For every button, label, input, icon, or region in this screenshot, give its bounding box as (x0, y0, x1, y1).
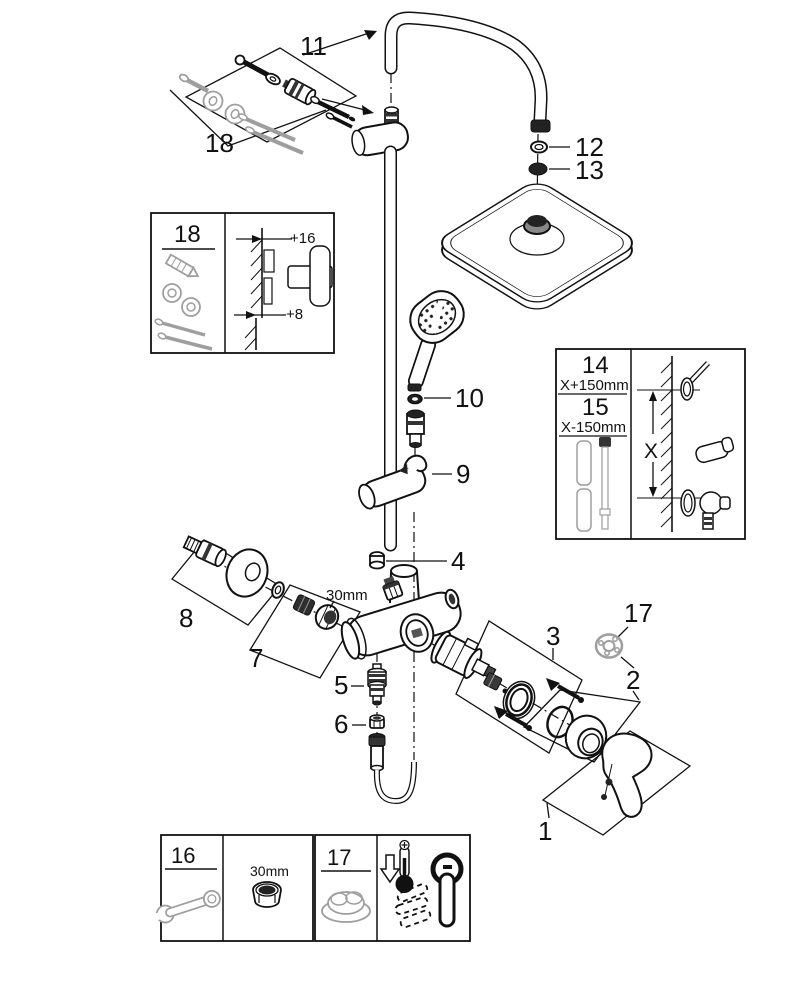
inset-rail-wall-view: X (637, 356, 735, 532)
ring-tool-drawing (321, 891, 371, 923)
mixer-valve-body (340, 564, 462, 660)
hand-shower-washer-part (407, 393, 423, 405)
adapter-nut-part (369, 714, 385, 729)
inset-wall-offset-a: +16 (290, 230, 315, 247)
hand-turn-lever-icon (394, 852, 464, 928)
inset-ring-tool: 17 (314, 834, 471, 942)
callout-13: 13 (575, 155, 604, 185)
head-gasket-part (528, 162, 548, 176)
callout-2: 2 (626, 665, 640, 695)
inset-wall-offset-b: +8 (286, 306, 303, 323)
shower-arm-pipe (384, 11, 551, 133)
callout-17: 17 (624, 598, 653, 628)
inset-rail-part-a: 14 (582, 352, 609, 379)
bracket-screw-set (234, 54, 356, 122)
callout-7: 7 (249, 643, 263, 673)
callout-4: 4 (451, 546, 465, 576)
inset-wrench-tool: 16 30mm (152, 834, 314, 942)
cartridge-screw (546, 678, 584, 703)
callout-3: 3 (546, 621, 560, 651)
inset-rail-dim-b: X-150mm (561, 419, 626, 436)
diverter-cartridge-part (367, 663, 387, 706)
callouts: 11 18 12 13 10 9 4 8 30mm 7 5 6 3 17 2 1 (179, 31, 653, 846)
lever-handle-part (601, 732, 653, 818)
nut-size-label: 30mm (326, 587, 368, 604)
hose-outlet-connector (368, 733, 417, 805)
callout-1: 1 (538, 816, 552, 846)
inset-wall-parts (154, 253, 213, 351)
connection-nut-set (271, 581, 340, 630)
inset-rail-length: 14 X+150mm 15 X-150mm (555, 348, 746, 540)
group-outline-fixings-18 (169, 89, 327, 147)
callout-11: 11 (300, 31, 327, 61)
alt-fixing-set (178, 73, 304, 155)
hand-shower (407, 290, 465, 392)
group-outline-screws-11 (184, 30, 377, 143)
inset-rail-dim-a: X+150mm (560, 377, 629, 394)
callout-8: 8 (179, 603, 193, 633)
inset-wrench-title: 16 (171, 843, 195, 868)
wall-bracket (325, 106, 409, 157)
callout-12: 12 (575, 132, 604, 162)
group-outline-nut-7 (249, 584, 361, 679)
head-shower (441, 183, 633, 310)
tool-ring-part (594, 626, 635, 669)
callout-6: 6 (334, 709, 348, 739)
cartridge-part (430, 630, 584, 731)
inset-ring-title: 17 (327, 845, 351, 870)
callout-10: 10 (455, 383, 484, 413)
cartridge-screw (494, 706, 532, 731)
glide-element (358, 454, 428, 510)
group-outline-cap-2 (522, 689, 642, 763)
inset-rail-part-b: 15 (582, 394, 609, 421)
callout-18: 18 (205, 128, 234, 158)
callout-5: 5 (334, 670, 348, 700)
wrench-drawing (152, 889, 221, 924)
inset-rail-axis-label: X (644, 440, 658, 463)
inset-wall-section: +16 +8 (234, 228, 333, 351)
inset-wall-fixing: 18 (150, 212, 335, 354)
s-union-part (182, 535, 269, 598)
callout-9: 9 (456, 459, 470, 489)
nut-drawing (252, 881, 282, 908)
hand-shower-hose-connector (406, 409, 425, 448)
inset-rail-pipes (576, 437, 611, 532)
group-outline-handle-1 (541, 730, 692, 836)
plug-part (369, 551, 385, 570)
head-washer-part (530, 140, 548, 154)
inset-wrench-size: 30mm (250, 863, 289, 879)
inset-wall-title: 18 (174, 221, 201, 248)
